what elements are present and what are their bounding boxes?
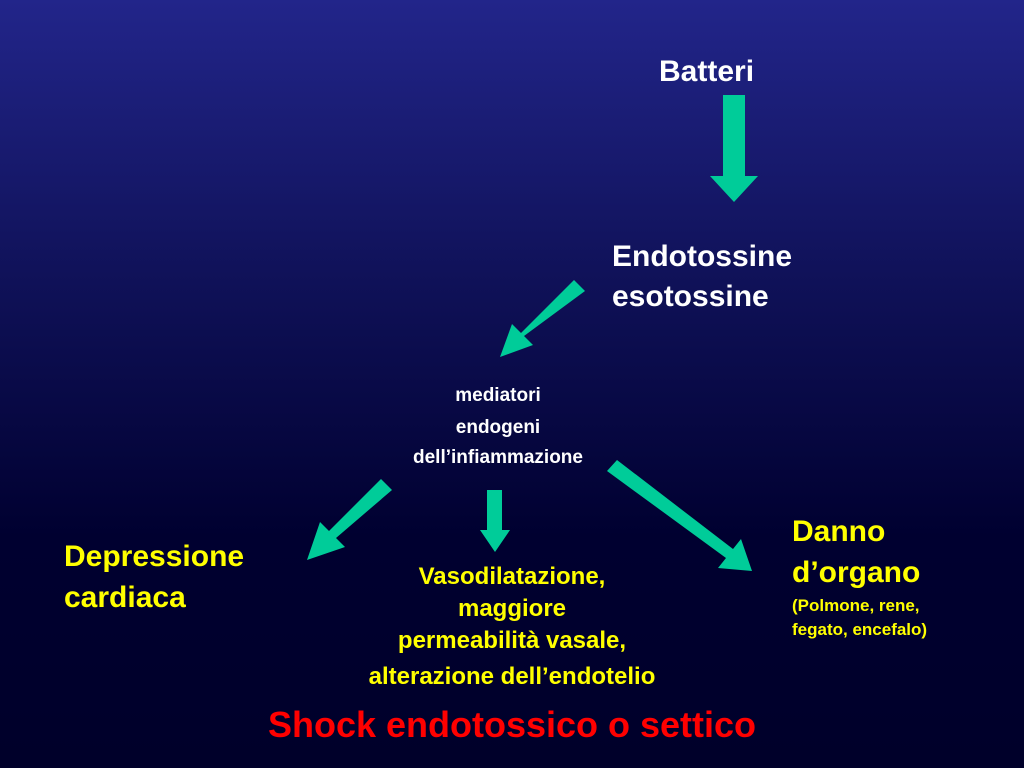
node-vaso-line3: permeabilità vasale, [397,627,627,654]
node-batteri: Batteri [659,55,755,88]
node-endotossine-line1: Endotossine [612,240,793,273]
node-depressione-line1: Depressione [64,540,245,573]
node-vaso-line4: alterazione dell’endotelio [368,663,656,690]
node-depressione-line2: cardiaca [64,581,186,614]
arrow-mediatori-to-depressione [307,479,392,560]
node-mediatori-line2: endogeni [455,417,541,438]
arrow-batteri-to-endotossine [710,95,758,202]
node-mediatori-line1: mediatori [455,385,541,406]
node-danno-detail-line2: fegato, encefalo) [792,620,928,639]
arrow-endotossine-to-mediatori [500,280,585,357]
node-vaso-line1: Vasodilatazione, [418,563,606,590]
arrow-mediatori-to-danno [607,460,752,571]
node-endotossine-line2: esotossine [612,280,769,313]
node-mediatori-line3: dell’infiammazione [413,447,583,468]
slide-title: Shock endotossico o settico [267,704,757,745]
node-danno-line1: Danno [792,515,886,548]
node-danno-detail-line1: (Polmone, rene, [792,596,920,615]
arrow-mediatori-to-vasodilatazione [480,490,510,552]
node-vaso-line2: maggiore [457,595,567,622]
node-danno-line2: d’organo [792,556,921,589]
